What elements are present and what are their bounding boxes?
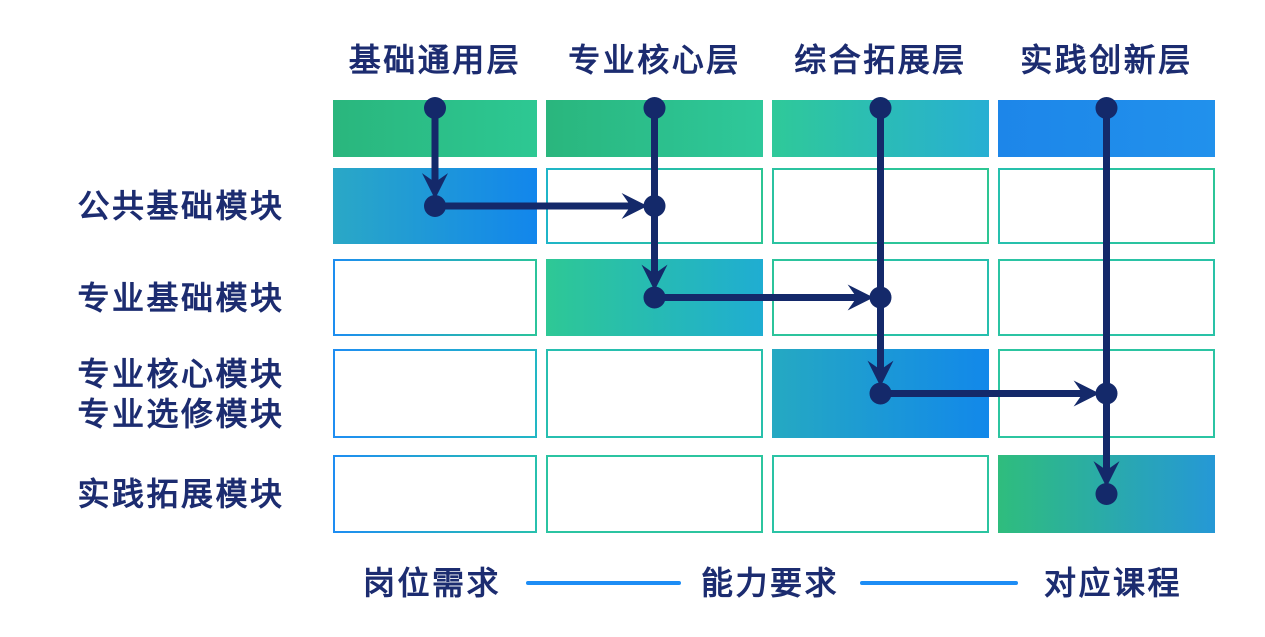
legend-item-0: 岗位需求: [362, 565, 502, 601]
row-label-line: 专业选修模块: [77, 395, 285, 432]
row-label-3: 实践拓展模块: [50, 455, 312, 533]
layer-bar-1: [546, 100, 763, 157]
row-label-line: 专业核心模块: [77, 355, 285, 392]
row-label-line: 公共基础模块: [77, 188, 285, 224]
column-header-2: 综合拓展层: [794, 42, 967, 78]
cell-r3-c1: [546, 455, 763, 533]
cell-r1-c2: [772, 259, 989, 336]
legend-connector-line-1: [860, 581, 1018, 585]
cell-r1-c0: [333, 259, 537, 336]
cell-r0-c1: [546, 168, 763, 244]
cell-r3-c2: [772, 455, 989, 533]
layer-bar-2: [772, 100, 989, 157]
legend-connector-line-0: [526, 581, 681, 585]
layer-bar-3: [998, 100, 1215, 157]
layer-bar-0: [333, 100, 537, 157]
cell-r0-c2: [772, 168, 989, 244]
cell-r2-c1: [546, 349, 763, 438]
cell-r1-c3: [998, 259, 1215, 336]
row-label-line: 实践拓展模块: [77, 476, 285, 512]
column-header-1: 专业核心层: [568, 42, 741, 78]
row-label-2: 专业核心模块专业选修模块: [50, 349, 312, 438]
cell-r2-c2: [772, 349, 989, 438]
row-label-0: 公共基础模块: [50, 168, 312, 244]
row-label-line: 专业基础模块: [77, 279, 285, 316]
column-header-0: 基础通用层: [348, 42, 522, 78]
column-header-3: 实践创新层: [1020, 42, 1193, 78]
cell-r3-c0: [333, 455, 537, 533]
row-label-1: 专业基础模块: [50, 259, 312, 336]
legend-item-2: 对应课程: [1043, 565, 1183, 601]
cell-r0-c0: [333, 168, 537, 244]
cell-r3-c3: [998, 455, 1215, 533]
cell-r1-c1: [546, 259, 763, 336]
legend-item-1: 能力要求: [700, 565, 840, 601]
cell-r0-c3: [998, 168, 1215, 244]
cell-r2-c0: [333, 349, 537, 438]
cell-r2-c3: [998, 349, 1215, 438]
